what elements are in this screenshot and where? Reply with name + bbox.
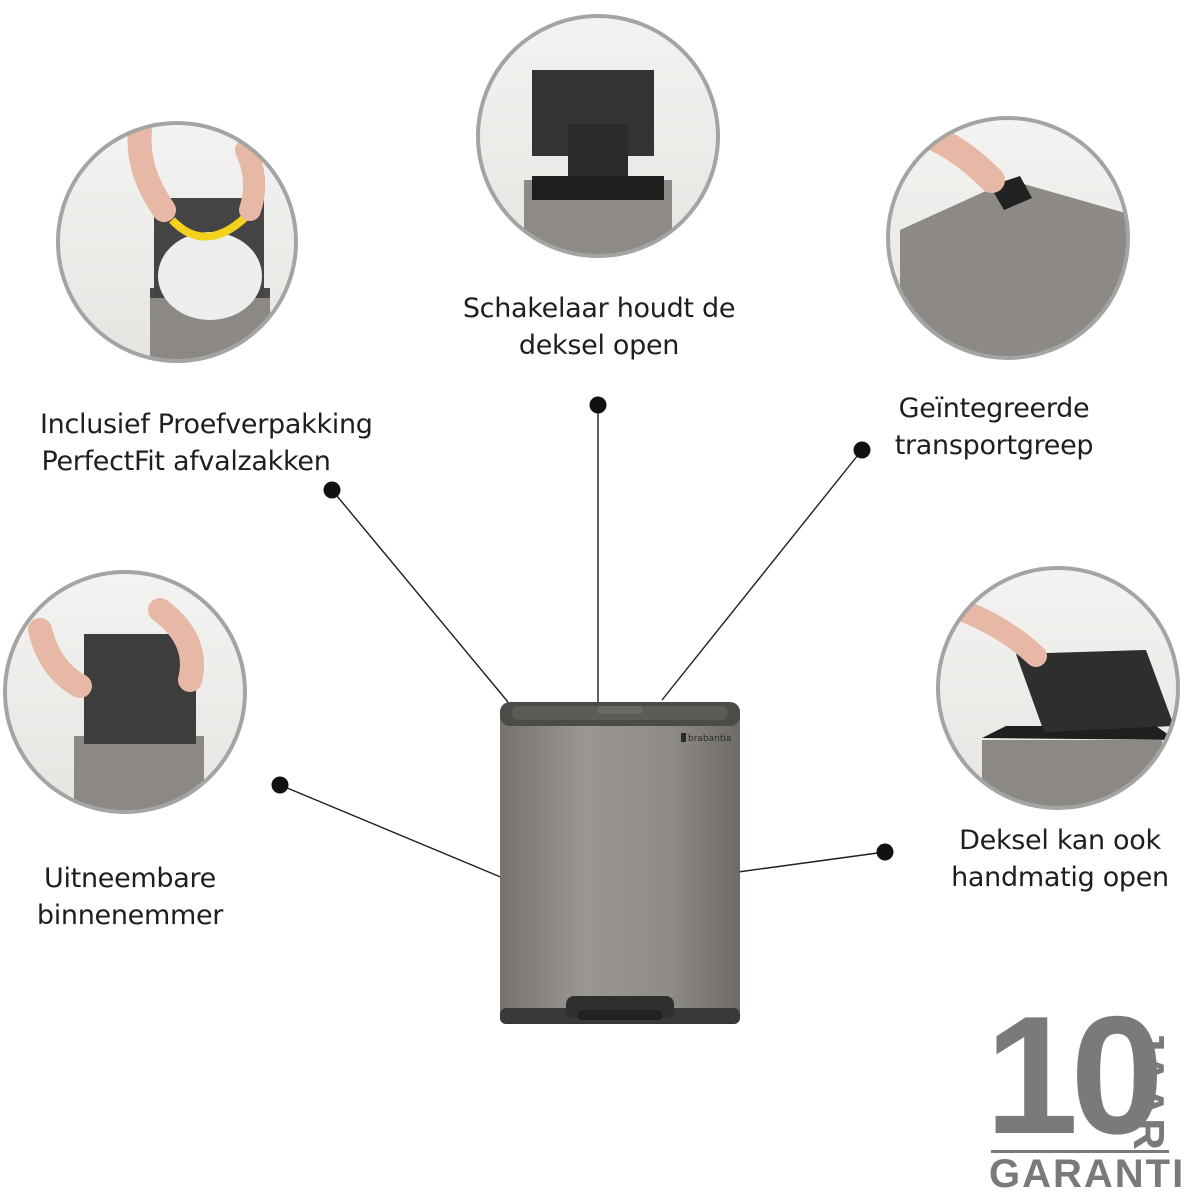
feature-label-grip: Geïntegreerde transportgreep bbox=[880, 390, 1108, 464]
dot-bags bbox=[323, 481, 341, 499]
manual-lid-photo-icon bbox=[936, 566, 1180, 810]
feature-label-inner: Uitneembare binnenemmer bbox=[20, 860, 240, 934]
feature-label-line: transportgreep bbox=[894, 430, 1094, 461]
open-lid-photo-icon bbox=[476, 14, 720, 258]
dot-manual bbox=[876, 843, 894, 861]
guarantee-unit: JAAR bbox=[1123, 1020, 1173, 1151]
dot-inner bbox=[271, 776, 289, 794]
guarantee-unit-text: JAAR bbox=[1124, 1027, 1173, 1151]
feature-label-line: Geïntegreerde bbox=[898, 393, 1090, 424]
guarantee-text: GARANTIE bbox=[989, 1152, 1186, 1196]
guarantee-years: 10 bbox=[985, 981, 1164, 1169]
feature-label-line: deksel open bbox=[518, 330, 680, 361]
brand-label: brabantia bbox=[688, 734, 731, 744]
bag-install-photo-icon bbox=[56, 121, 298, 363]
feature-label-line: Deksel kan ook bbox=[959, 825, 1161, 856]
leader-lines bbox=[279, 405, 886, 879]
feature-label-line: Inclusief Proefverpakking bbox=[40, 409, 373, 440]
leader-line-inner bbox=[279, 784, 504, 879]
leader-line-bags bbox=[331, 489, 509, 703]
inner-bucket-photo-icon bbox=[3, 570, 247, 814]
feature-label-switch: Schakelaar houdt de deksel open bbox=[456, 290, 742, 364]
feature-label-line: handmatig open bbox=[951, 862, 1169, 893]
feature-label-line: Uitneembare bbox=[44, 863, 216, 894]
feature-label-manual: Deksel kan ook handmatig open bbox=[950, 822, 1170, 896]
feature-label-line: binnenemmer bbox=[36, 900, 224, 931]
leader-dots bbox=[271, 396, 894, 861]
dot-switch bbox=[589, 396, 607, 414]
pedal-bin-icon: brabantia bbox=[500, 702, 740, 1024]
leader-line-grip bbox=[661, 449, 863, 701]
feature-label-bags: Inclusief Proefverpakking PerfectFit afv… bbox=[40, 406, 373, 480]
dot-grip bbox=[853, 441, 871, 459]
feature-label-line: PerfectFit afvalzakken bbox=[41, 446, 331, 477]
feature-label-line: Schakelaar houdt de bbox=[462, 293, 736, 324]
carry-grip-photo-icon bbox=[886, 116, 1130, 360]
guarantee-divider bbox=[991, 1150, 1169, 1153]
leader-line-manual bbox=[737, 851, 886, 873]
guarantee-badge: 10 JAAR GARANTIE bbox=[985, 981, 1186, 1196]
